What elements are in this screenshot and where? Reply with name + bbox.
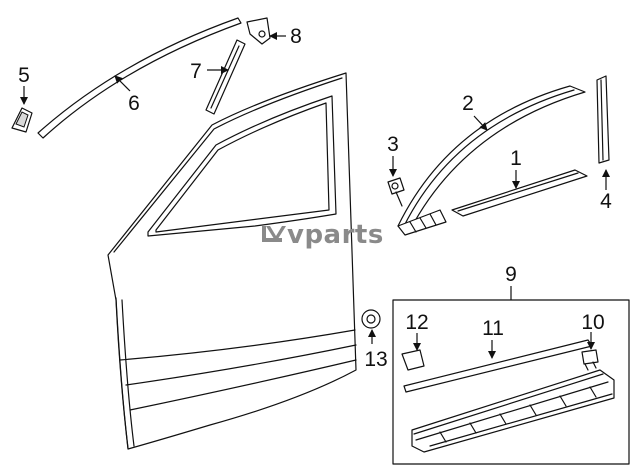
callout-4: 4 [600,190,612,213]
part-8-corner-cover [246,17,271,45]
callout-13: 13 [364,348,387,371]
front-door-panel [107,72,357,450]
callout-2: 2 [462,92,474,115]
callout-11: 11 [482,317,504,340]
part-2-frame-moulding [397,85,586,236]
part-9-group-box [392,299,630,465]
callout-5: 5 [18,64,30,87]
lv-logo-icon [262,226,286,242]
watermark-text: vparts [287,220,384,250]
part-13-grommet [361,309,381,329]
callout-12: 12 [405,311,428,334]
callout-1: 1 [510,147,522,170]
part-3-clip [387,177,405,207]
part-7-pillar-garnish [205,39,246,115]
callout-6: 6 [128,92,140,115]
callout-3: 3 [387,133,399,156]
part-4-rear-garnish [596,75,610,164]
callout-7: 7 [190,60,202,83]
part-10-clip [581,349,599,371]
part-5-bracket [11,107,33,133]
part-1-belt-moulding [451,169,588,217]
part-12-cap [401,349,425,371]
callout-10: 10 [581,311,604,334]
callout-8: 8 [290,25,302,48]
leader-lines [20,32,610,359]
rocker-moulding [411,369,615,453]
part-6-moulding [37,17,242,139]
watermark: vparts [262,220,384,250]
callout-9: 9 [505,263,517,286]
